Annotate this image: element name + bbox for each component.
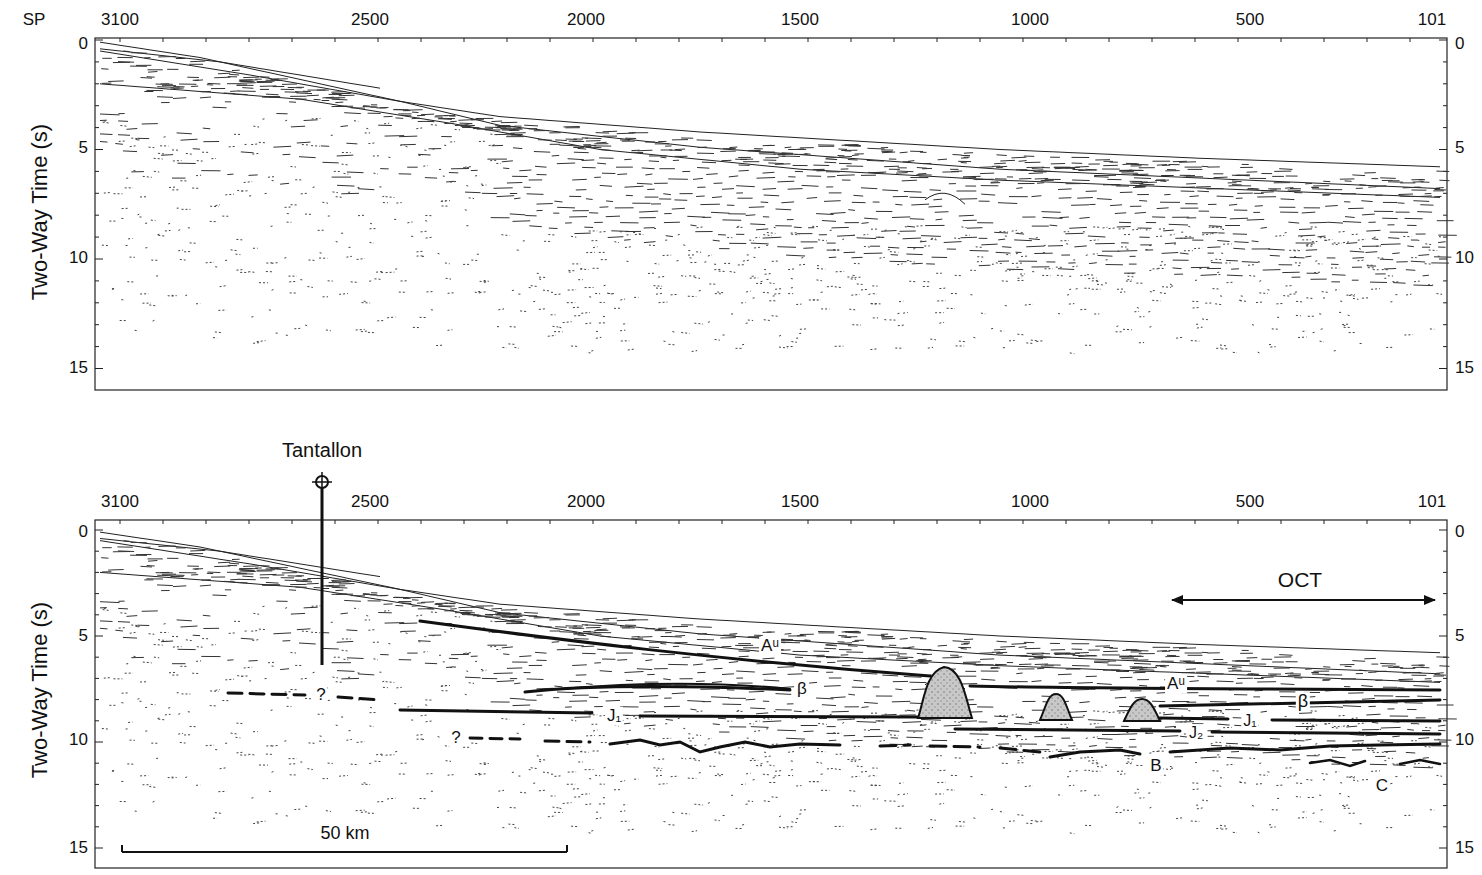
axis-ticks bbox=[95, 38, 1447, 848]
shotpoint-number: 101 bbox=[1418, 11, 1446, 30]
axis-tick-label: 15 bbox=[1455, 359, 1474, 378]
horizon-j1 bbox=[400, 710, 592, 713]
horizon-label: β bbox=[795, 680, 809, 699]
horizon-b bbox=[610, 740, 840, 752]
axis-tick-label: 0 bbox=[79, 35, 88, 54]
horizon-j1 bbox=[640, 716, 920, 717]
axis-tick-label: 5 bbox=[79, 627, 88, 646]
horizon-label: J₁ bbox=[1241, 712, 1258, 730]
axis-tick-label: 0 bbox=[1455, 35, 1464, 54]
shotpoint-number: 3100 bbox=[101, 493, 139, 512]
axis-tick-label: 0 bbox=[79, 523, 88, 542]
horizon-label: C bbox=[1374, 777, 1390, 796]
horizon-label: β bbox=[1296, 692, 1310, 712]
horizon-label: Aᵘ bbox=[759, 637, 781, 656]
shotpoint-number: 500 bbox=[1236, 493, 1264, 512]
diapir bbox=[918, 667, 972, 718]
horizon-au bbox=[420, 621, 930, 676]
query-mark: ? bbox=[449, 729, 462, 748]
region-label: OCT bbox=[1278, 568, 1322, 591]
shotpoint-number: 500 bbox=[1236, 11, 1264, 30]
horizon-beta bbox=[560, 684, 790, 689]
panel-frame bbox=[95, 520, 1447, 868]
well-symbol bbox=[312, 472, 332, 665]
diapir bbox=[1124, 699, 1160, 721]
horizon-b bbox=[1050, 744, 1440, 757]
axis-tick-label: 5 bbox=[79, 139, 88, 158]
shotpoint-number: 2000 bbox=[567, 11, 605, 30]
interpreted-horizons bbox=[228, 621, 1440, 766]
diapir bbox=[1040, 694, 1072, 720]
axis-tick-label: 5 bbox=[1455, 627, 1464, 646]
reflector-lines bbox=[100, 532, 1457, 834]
horizon-au bbox=[970, 686, 1440, 690]
axis-tick-label: 15 bbox=[1455, 839, 1474, 858]
well-name: Tantallon bbox=[282, 439, 362, 461]
axis-title: Two-Way Time (s) bbox=[28, 602, 52, 778]
horizon-label: J₂ bbox=[1187, 724, 1205, 742]
horizon-label: Aᵘ bbox=[1165, 675, 1187, 694]
shotpoint-number: 2500 bbox=[351, 493, 389, 512]
query-mark: ? bbox=[314, 686, 327, 705]
axis-tick-label: 10 bbox=[1455, 249, 1474, 268]
scale-label: 50 km bbox=[320, 824, 369, 844]
scale-bar bbox=[122, 845, 567, 852]
diapirs bbox=[918, 667, 1160, 721]
axis-tick-label: 5 bbox=[1455, 139, 1464, 158]
horizon-j1 bbox=[1160, 718, 1440, 721]
horizon-label: J₁ bbox=[605, 707, 623, 726]
axis-title: Two-Way Time (s) bbox=[28, 124, 52, 300]
shotpoint-number: 1000 bbox=[1011, 493, 1049, 512]
axis-tick-label: 10 bbox=[69, 731, 88, 750]
shotpoint-number: 1500 bbox=[781, 11, 819, 30]
shotpoint-number: 1500 bbox=[781, 493, 819, 512]
reflector-lines bbox=[100, 42, 1457, 353]
axis-tick-label: 15 bbox=[69, 359, 88, 378]
shotpoint-number: 3100 bbox=[101, 11, 139, 30]
axis-tick-label: 0 bbox=[1455, 523, 1464, 542]
horizon-c bbox=[1310, 760, 1440, 766]
axis-tick-label: 15 bbox=[69, 839, 88, 858]
oct-extent-arrow bbox=[1172, 599, 1435, 601]
panel-frame bbox=[95, 38, 1447, 390]
horizon-b bbox=[470, 738, 520, 739]
horizon-b bbox=[880, 745, 1040, 752]
shotpoint-number: 2000 bbox=[567, 493, 605, 512]
horizon-b bbox=[545, 741, 590, 742]
shotpoint-number: 1000 bbox=[1011, 11, 1049, 30]
shotpoint-number: 101 bbox=[1418, 493, 1446, 512]
shotpoint-number: 2500 bbox=[351, 11, 389, 30]
horizon-label: B bbox=[1148, 757, 1163, 776]
horizon-j1 bbox=[338, 697, 380, 700]
axis-tick-label: 10 bbox=[1455, 731, 1474, 750]
shotpoint-label: SP bbox=[23, 11, 46, 30]
horizon-j1 bbox=[228, 693, 305, 695]
axis-tick-label: 10 bbox=[69, 249, 88, 268]
